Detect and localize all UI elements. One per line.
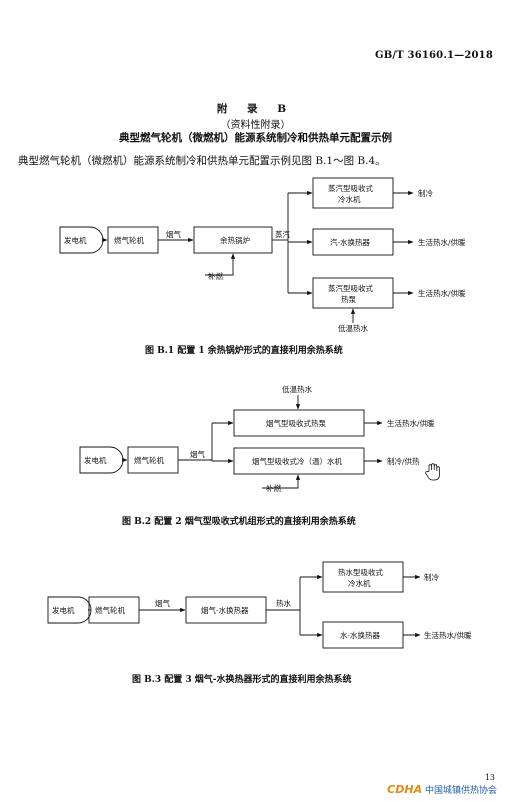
fig1-heatpump-label-2: 热泵 <box>341 294 356 304</box>
appendix-type: （资料性附录） <box>220 120 291 131</box>
fig1-lowtemp-label: 低温热水 <box>338 323 368 333</box>
page-number: 13 <box>484 773 495 782</box>
fig2-chiller-label: 烟气型吸收式冷（温）水机 <box>252 456 342 466</box>
fig3-cooling-label: 制冷 <box>424 572 439 582</box>
intro-paragraph: 典型燃气轮机（微燃机）能源系统制冷和供热单元配置示例见图 B.1～图 B.4。 <box>18 155 386 167</box>
appendix-title: 附 录 B <box>216 103 295 115</box>
logo-mark: CDHA <box>387 783 423 796</box>
fig1-fluegas-label: 烟气 <box>166 229 181 239</box>
fig1-turbine-label: 燃气轮机 <box>114 235 144 245</box>
fig1-boiler-label: 余热锅炉 <box>220 235 250 245</box>
standard-number: GB/T 36160.1—2018 <box>374 50 493 61</box>
fig3-caption: 图 B.3 配置 3 烟气-水换热器形式的直接利用余热系统 <box>132 675 352 685</box>
fig2-lowtemp-label: 低温热水 <box>282 384 312 394</box>
publisher-logo: CDHA 中国城镇供热协会 <box>387 783 497 796</box>
fig3-hx-label: 烟气-水换热器 <box>201 605 249 615</box>
fig1-cooling-label: 制冷 <box>418 188 433 198</box>
fig1-hotwater-label-2: 生活热水/供暖 <box>418 288 466 298</box>
fig1-chiller-label-2: 冷水机 <box>338 194 361 204</box>
fig1-suppfire-label: 补燃 <box>208 271 223 281</box>
fig2-caption: 图 B.2 配置 2 烟气型吸收式机组形式的直接利用余热系统 <box>122 517 356 527</box>
logo-text: 中国城镇供热协会 <box>424 786 497 796</box>
fig1-heatpump-label-1: 蒸汽型吸收式 <box>328 283 373 293</box>
fig2-suppfire-label: 补燃 <box>266 483 281 493</box>
fig3-chiller-label-2: 冷水机 <box>348 578 371 588</box>
fig3-generator-label: 发电机 <box>52 605 75 615</box>
fig1-hx-label: 汽-水换热器 <box>330 237 371 247</box>
fig2-generator-label: 发电机 <box>84 455 107 465</box>
hand-cursor-icon <box>425 463 440 481</box>
fig1-steam-label: 蒸汽 <box>275 229 290 239</box>
fig1-caption: 图 B.1 配置 1 余热锅炉形式的直接利用余热系统 <box>145 346 343 356</box>
fig2-turbine-label: 燃气轮机 <box>134 455 164 465</box>
fig3-turbine-label: 燃气轮机 <box>95 605 125 615</box>
fig2-fluegas-label: 烟气 <box>190 449 205 459</box>
appendix-subtitle: 典型燃气轮机（微燃机）能源系统制冷和供热单元配置示例 <box>119 132 392 144</box>
fig2-hotwater-label: 生活热水/供暖 <box>387 418 435 428</box>
fig3-generator-shape <box>47 596 92 624</box>
fig2-heatpump-label: 烟气型吸收式热泵 <box>266 418 326 428</box>
fig1-generator-label: 发电机 <box>64 235 87 245</box>
fig3-chiller-label-1: 热水型吸收式 <box>338 567 383 577</box>
fig3-hotwater-flow-label: 热水 <box>276 598 291 608</box>
fig2-output-label: 制冷/供热 <box>387 456 420 466</box>
fig3-fluegas-label: 烟气 <box>155 598 170 608</box>
fig3-wwhx-label: 水-水换热器 <box>340 630 381 640</box>
fig3-hotwater-label: 生活热水/供暖 <box>424 630 472 640</box>
fig1-chiller-label-1: 蒸汽型吸收式 <box>328 183 373 193</box>
fig1-hotwater-label-1: 生活热水/供暖 <box>418 237 466 247</box>
